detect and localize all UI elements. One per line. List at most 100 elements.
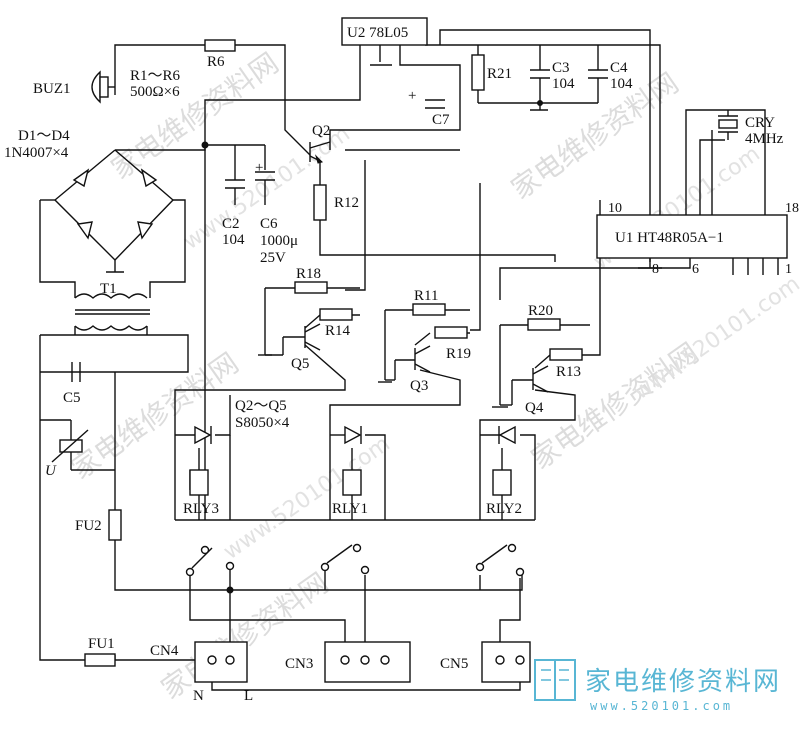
relay-coil-rly3 [189, 469, 209, 496]
resistor-r6 [204, 39, 236, 52]
label-pin6: 6 [692, 262, 699, 277]
label-r20: R20 [528, 303, 553, 319]
relay-contacts-rly3 [185, 545, 235, 577]
label-cry-value: 4MHz [745, 131, 784, 147]
label-pin8: 8 [652, 262, 659, 277]
watermark-text: 家电维修资料网 [505, 66, 684, 205]
fuse-fu2 [108, 509, 122, 541]
connector-cn5 [481, 641, 531, 683]
logo-text: 家电维修资料网 [585, 667, 781, 697]
resistor-r18 [294, 281, 328, 294]
label-c6-value: 1000μ [260, 233, 298, 249]
label-q2: Q2 [312, 123, 330, 139]
label-r19: R19 [446, 346, 471, 362]
label-cry: CRY [745, 115, 775, 131]
capacitor-c7 [425, 99, 445, 109]
label-buz1: BUZ1 [33, 81, 71, 97]
label-r13: R13 [556, 364, 581, 380]
capacitor-c5 [71, 362, 81, 382]
diode-rly3 [194, 425, 212, 445]
label-d1d4-value: 1N4007×4 [4, 145, 69, 161]
label-r1r6: R1～R6 [130, 68, 181, 84]
label-q2q5: Q2～Q5 [235, 398, 287, 414]
label-pin18: 18 [785, 201, 799, 216]
watermark: 家电维修资料网 www.520101.com 家电维修资料网 www.52010… [65, 46, 805, 705]
label-q2q5-value: S8050×4 [235, 415, 290, 431]
connector-cn4 [194, 641, 248, 683]
diode-rly2 [498, 425, 516, 445]
label-c5: C5 [63, 390, 81, 406]
label-q4: Q4 [525, 400, 544, 416]
label-fu1: FU1 [88, 636, 115, 652]
watermark-text: www.520101.com [629, 271, 805, 404]
capacitor-c2 [225, 179, 245, 205]
relay-coil-rly1 [342, 469, 362, 496]
label-r1r6-value: 500Ω×6 [130, 84, 180, 100]
label-cn5: CN5 [440, 656, 468, 672]
label-cn3: CN3 [285, 656, 313, 672]
label-l: L [244, 688, 253, 704]
connector-cn3 [324, 641, 411, 683]
label-r14: R14 [325, 323, 351, 339]
resistor-r20 [527, 318, 561, 331]
label-r11: R11 [414, 288, 438, 304]
u2-regulator [341, 17, 428, 46]
transistor-q4 [500, 365, 549, 406]
label-u2: U2 78L05 [347, 25, 408, 41]
label-c4: C4 [610, 60, 628, 76]
label-c6-plus: + [255, 160, 263, 176]
label-r6: R6 [207, 54, 225, 70]
capacitor-c4 [588, 69, 608, 79]
label-c4-value: 104 [610, 76, 633, 92]
label-c6-voltage: 25V [260, 250, 286, 266]
watermark-text: 家电维修资料网 [65, 346, 244, 485]
fuse-fu1 [84, 653, 116, 667]
label-pin10: 10 [608, 201, 622, 216]
label-rly2: RLY2 [486, 501, 522, 517]
label-fu2: FU2 [75, 518, 102, 534]
relay-contacts-rly1 [320, 543, 370, 575]
transistor-q3 [385, 345, 431, 381]
label-d1d4: D1～D4 [18, 128, 70, 144]
label-u1: U1 HT48R05A−1 [615, 230, 724, 246]
u1-microcontroller [596, 214, 788, 259]
transistor-q2 [309, 141, 331, 164]
relay-coil-rly2 [492, 469, 512, 496]
label-c3: C3 [552, 60, 570, 76]
resistor-r19 [434, 326, 468, 339]
label-n: N [193, 688, 204, 704]
transformer-t1 [74, 293, 150, 335]
junction-dots [201, 100, 543, 594]
label-rly3: RLY3 [183, 501, 219, 517]
label-c6: C6 [260, 216, 278, 232]
resistor-r13 [549, 348, 583, 361]
label-r12: R12 [334, 195, 359, 211]
diode-rly1 [344, 425, 362, 445]
label-q3: Q3 [410, 378, 428, 394]
label-r21: R21 [487, 66, 512, 82]
label-r18: R18 [296, 266, 321, 282]
resistor-r12 [313, 184, 327, 221]
label-t1: T1 [100, 281, 117, 297]
diode-bridge [53, 149, 175, 261]
label-pin1: 1 [785, 262, 792, 277]
watermark-text: www.520101.com [219, 431, 395, 564]
resistor-r14 [319, 308, 353, 321]
watermark-text: 家电维修资料网 [155, 566, 334, 705]
label-c2: C2 [222, 216, 240, 232]
label-c7-plus: + [408, 88, 416, 104]
capacitor-c6 [255, 171, 275, 205]
varistor-u [40, 419, 115, 471]
crystal-cry [718, 110, 738, 140]
labels: U2 78L05 R6 R1～R6 500Ω×6 BUZ1 D1～D4 1N40… [4, 25, 799, 704]
label-varistor-u: U [45, 463, 57, 479]
capacitor-c3 [530, 69, 550, 79]
label-c2-value: 104 [222, 232, 245, 248]
wires [39, 29, 766, 691]
label-q5: Q5 [291, 356, 309, 372]
resistor-r11 [412, 303, 446, 316]
buzzer-buz1 [91, 70, 115, 104]
resistor-r21 [471, 54, 485, 91]
site-logo: 家电维修资料网 www.520101.com [534, 659, 781, 713]
